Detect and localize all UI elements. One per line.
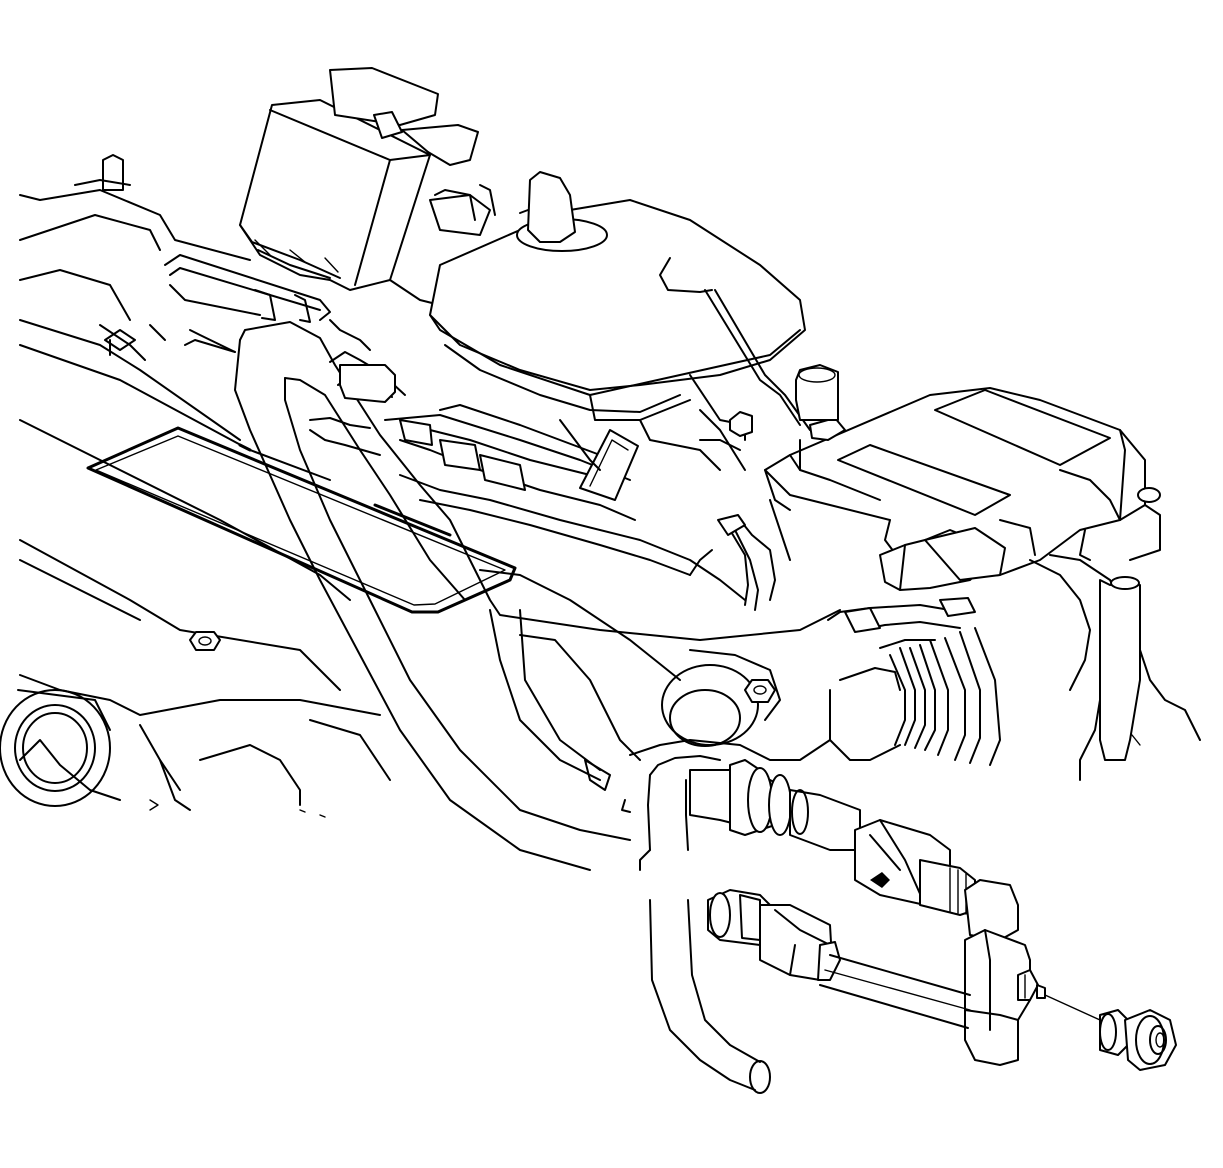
misc-details bbox=[110, 185, 740, 817]
bleeder-valve-assembly bbox=[1045, 995, 1176, 1070]
coolant-reservoir bbox=[430, 172, 810, 470]
line-fitting bbox=[690, 760, 975, 915]
lower-hose bbox=[640, 756, 770, 1093]
fuel-lines bbox=[310, 352, 745, 600]
throttle-body-duct bbox=[690, 515, 1000, 765]
relay-module bbox=[240, 68, 490, 305]
tee-connector bbox=[965, 880, 1045, 1065]
fuel-rail-harness bbox=[165, 255, 330, 352]
lower-line-fitting bbox=[708, 890, 970, 1028]
lower-engine-block bbox=[480, 570, 830, 812]
engine-cover bbox=[0, 155, 515, 810]
electronic-control-module bbox=[765, 365, 1200, 780]
